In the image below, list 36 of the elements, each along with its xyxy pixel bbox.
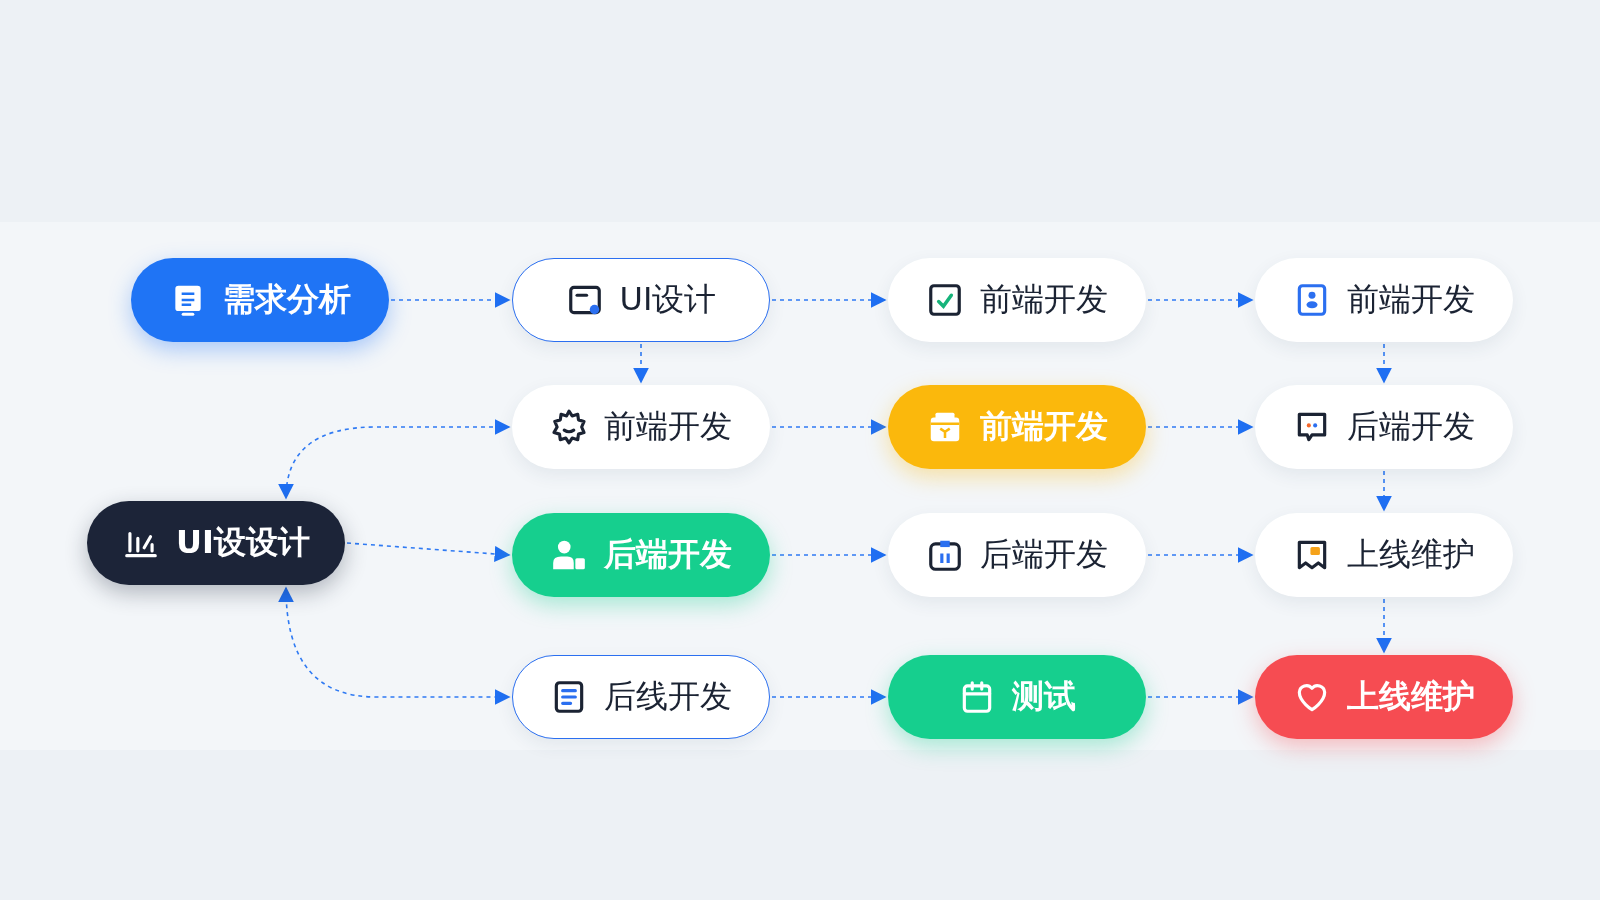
arrow (1376, 470, 1392, 512)
node-label: 上线维护 (1347, 676, 1475, 717)
node-label: 上线维护 (1347, 534, 1475, 575)
arrow (771, 292, 887, 308)
node-label: 后端开发 (980, 534, 1108, 575)
process-pill (512, 513, 770, 597)
arrow (1147, 292, 1254, 308)
arrow (771, 419, 887, 435)
arrow (278, 586, 511, 705)
node-label: 前端开发 (980, 279, 1108, 320)
process-pill (131, 258, 389, 342)
arrow (1147, 547, 1254, 563)
arrow (390, 292, 511, 308)
node-label: 需求分析 (223, 279, 351, 320)
node-label: 前端开发 (1347, 279, 1475, 320)
node-label: 后端开发 (1347, 406, 1475, 447)
node-label: UI设设计 (176, 522, 310, 563)
node-label: 前端开发 (604, 406, 732, 447)
node-label: 后线开发 (604, 676, 732, 717)
node-label: UI设计 (619, 279, 717, 320)
node-label: 测试 (1012, 676, 1076, 717)
arrow (633, 343, 649, 384)
arrow (278, 419, 511, 500)
arrow (771, 547, 887, 563)
node-label: 后端开发 (604, 534, 732, 575)
process-pill (1255, 655, 1513, 739)
arrow (1147, 689, 1254, 705)
process-pill (888, 655, 1146, 739)
node-label: 前端开发 (980, 406, 1108, 447)
arrow (346, 542, 511, 562)
arrow (1376, 598, 1392, 654)
process-pill (888, 385, 1146, 469)
arrow (771, 689, 887, 705)
arrow (1147, 419, 1254, 435)
process-pill (87, 501, 345, 585)
arrow (1376, 343, 1392, 384)
